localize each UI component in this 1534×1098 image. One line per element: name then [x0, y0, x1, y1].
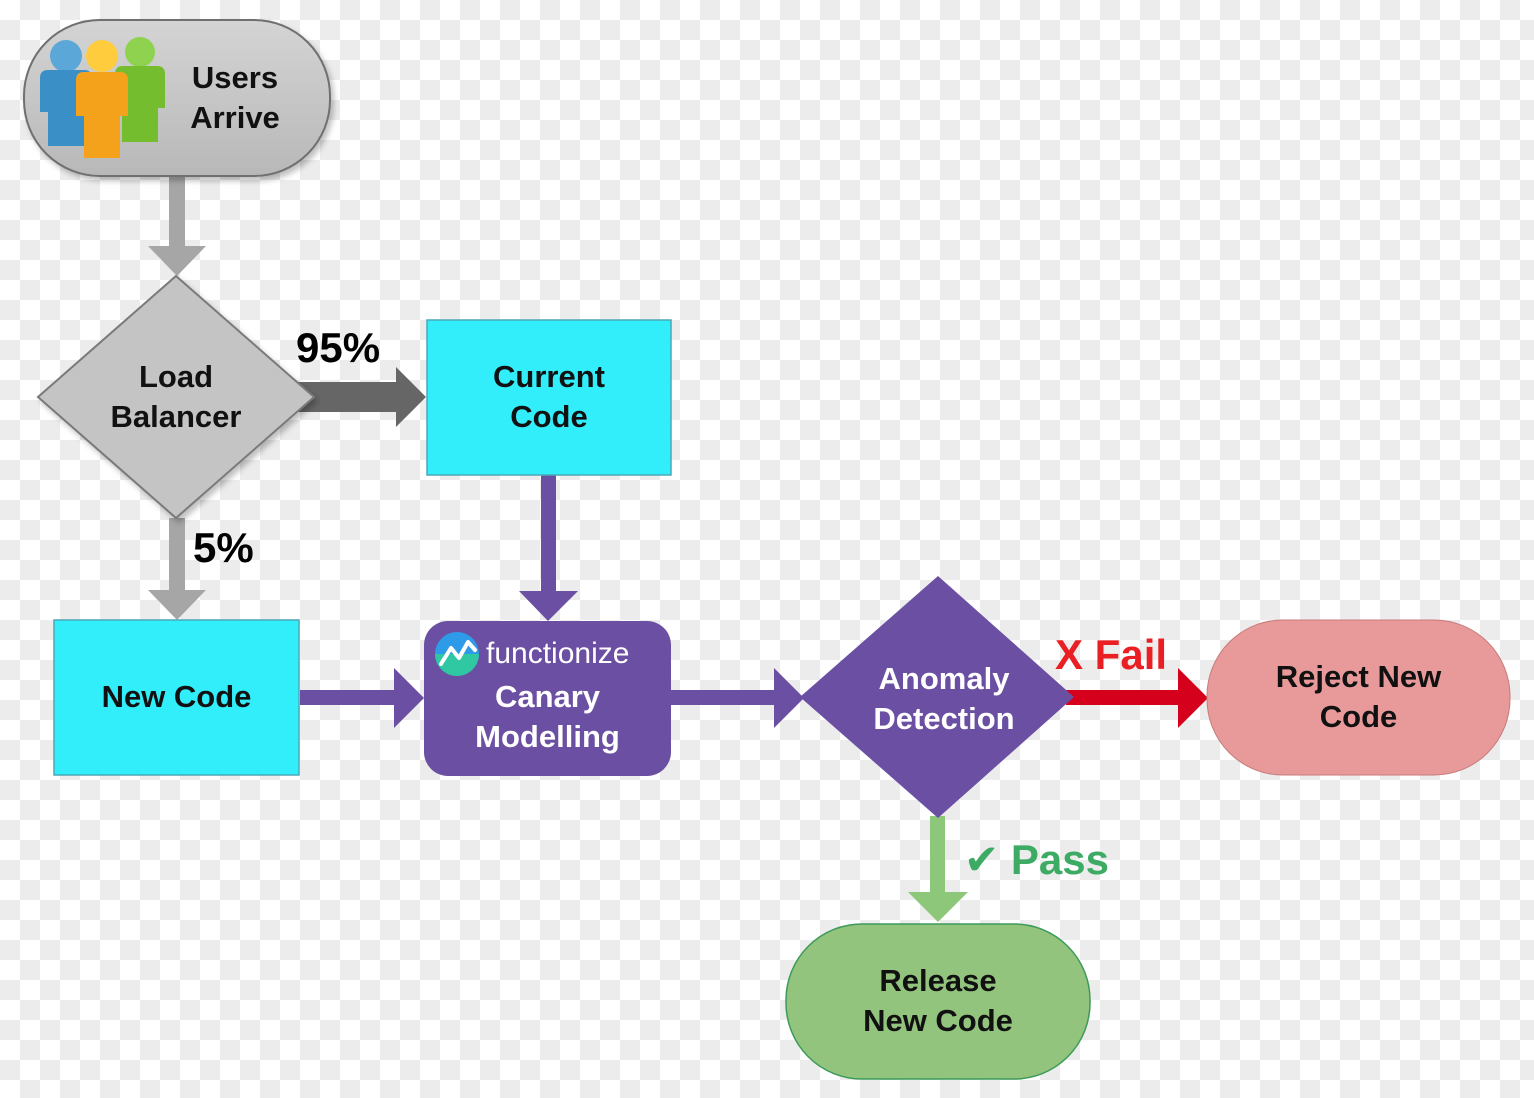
arrow-users-to-load-balancer — [148, 176, 206, 276]
anomaly-detection-node — [800, 576, 1074, 818]
functionize-logo-icon — [435, 632, 479, 676]
arrow-head — [394, 668, 424, 728]
arrow-head — [148, 246, 206, 276]
arrow-shaft — [1066, 690, 1180, 705]
arrow-shaft — [930, 816, 945, 894]
release-new-code-node — [785, 923, 1091, 1080]
current-code-label: Current Code — [493, 359, 605, 434]
arrow-current-code-to-canary — [519, 475, 578, 621]
edge-label-fail: X Fail — [1055, 631, 1168, 678]
arrow-shaft — [169, 176, 185, 248]
arrow-canary-to-anomaly — [670, 668, 804, 728]
arrow-head — [1178, 668, 1208, 728]
arrow-head — [774, 668, 804, 728]
users-arrive-label: Users Arrive — [190, 60, 280, 135]
edge-label-pass: ✔ Pass — [964, 836, 1109, 883]
canary-modelling-node — [424, 621, 671, 776]
arrow-shaft — [169, 518, 185, 592]
load-balancer-node — [36, 274, 316, 520]
new-code-node — [53, 619, 300, 776]
canary-modelling-label: Canary Modelling — [475, 679, 620, 754]
arrow-head — [908, 892, 968, 922]
new-code-label: New Code — [101, 679, 252, 714]
arrow-shaft — [541, 475, 556, 593]
functionize-brand-text: functionize — [486, 637, 630, 670]
arrow-shaft — [670, 690, 776, 705]
arrow-anomaly-to-reject — [1066, 668, 1208, 728]
arrow-anomaly-to-release — [908, 816, 968, 922]
arrow-shaft — [300, 690, 396, 705]
reject-new-code-node — [1206, 619, 1511, 776]
arrow-load-balancer-to-new-code — [148, 518, 206, 620]
edge-label-5-percent: 5% — [193, 524, 254, 571]
current-code-node — [426, 319, 672, 476]
users-group-icon — [40, 37, 165, 158]
arrow-head — [148, 590, 206, 620]
arrow-head — [519, 591, 578, 621]
anomaly-detection-label: Anomaly Detection — [873, 661, 1015, 736]
reject-new-code-label: Reject New Code — [1275, 659, 1442, 734]
release-new-code-label: Release New Code — [863, 963, 1013, 1038]
arrow-head — [396, 367, 426, 427]
arrow-new-code-to-canary — [300, 668, 424, 728]
load-balancer-label: Load Balancer — [110, 359, 242, 434]
edge-label-95-percent: 95% — [296, 324, 381, 371]
